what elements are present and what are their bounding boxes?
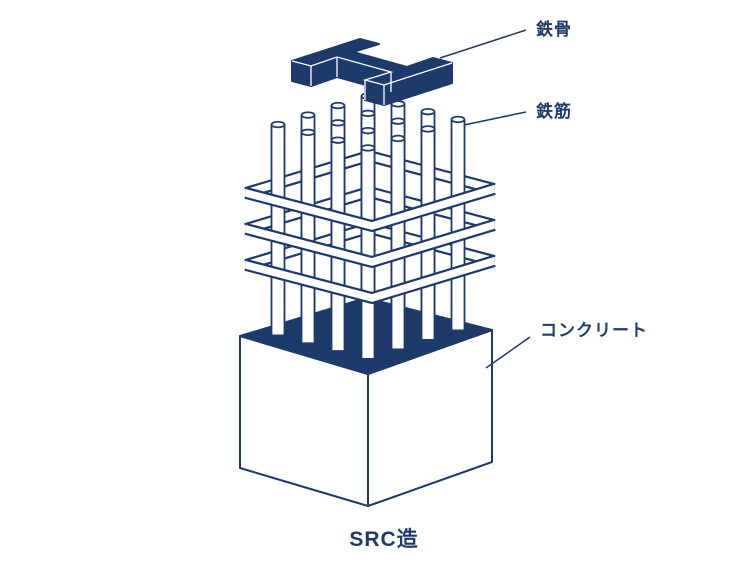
- steel-beam: [291, 38, 453, 106]
- rebar: [270, 120, 286, 335]
- rebar-top-cap: [270, 120, 286, 129]
- rebar-body: [271, 124, 285, 335]
- rebar-top-cap: [390, 117, 406, 125]
- hoop-tie-front: [245, 221, 496, 266]
- hoop-tie-front: [245, 257, 496, 302]
- rebar-top-cap: [420, 107, 436, 116]
- diagram-title: SRC造: [349, 528, 419, 551]
- label-steel-frame: 鉄骨: [536, 20, 572, 39]
- rebar-body: [421, 128, 435, 339]
- rebar-top-cap: [330, 119, 346, 127]
- rebar-top-cap: [360, 109, 376, 118]
- rebar-top-cap: [360, 144, 376, 152]
- rebar: [330, 136, 346, 351]
- rebar-top-cap: [450, 115, 466, 124]
- leader-line-steel-frame: [439, 29, 527, 59]
- hoops-front-group: [244, 183, 496, 304]
- rebar-side-edges: [420, 128, 436, 339]
- rebar-side-edges: [360, 147, 376, 358]
- rebar-top-cap: [420, 125, 436, 133]
- rebar-body: [391, 138, 405, 349]
- leader-line-concrete: [485, 336, 531, 369]
- rebar-side-edges: [390, 138, 406, 349]
- rebar-body: [331, 140, 345, 351]
- rebar-top-cap: [330, 136, 346, 144]
- hoop-tie-front: [245, 185, 496, 230]
- label-concrete: コンクリート: [540, 321, 648, 340]
- rebar-top-cap: [360, 126, 376, 135]
- rebar-group: [270, 92, 466, 358]
- rebar-body: [301, 132, 315, 343]
- rebar: [420, 125, 436, 339]
- rebar-side-edges: [450, 119, 466, 330]
- rebar-body: [451, 119, 465, 330]
- rebar-top-cap: [330, 101, 346, 110]
- leader-line-rebar: [463, 111, 527, 126]
- rebar-top-cap: [300, 128, 316, 137]
- rebar: [450, 115, 466, 330]
- rebar: [390, 134, 406, 349]
- label-rebar: 鉄筋: [536, 102, 572, 121]
- rebar-top-cap: [300, 111, 316, 119]
- rebar-body: [361, 147, 375, 358]
- rebar-top-cap: [390, 134, 406, 143]
- rebar: [300, 128, 316, 343]
- rebar-side-edges: [330, 140, 346, 351]
- rebar: [360, 144, 376, 358]
